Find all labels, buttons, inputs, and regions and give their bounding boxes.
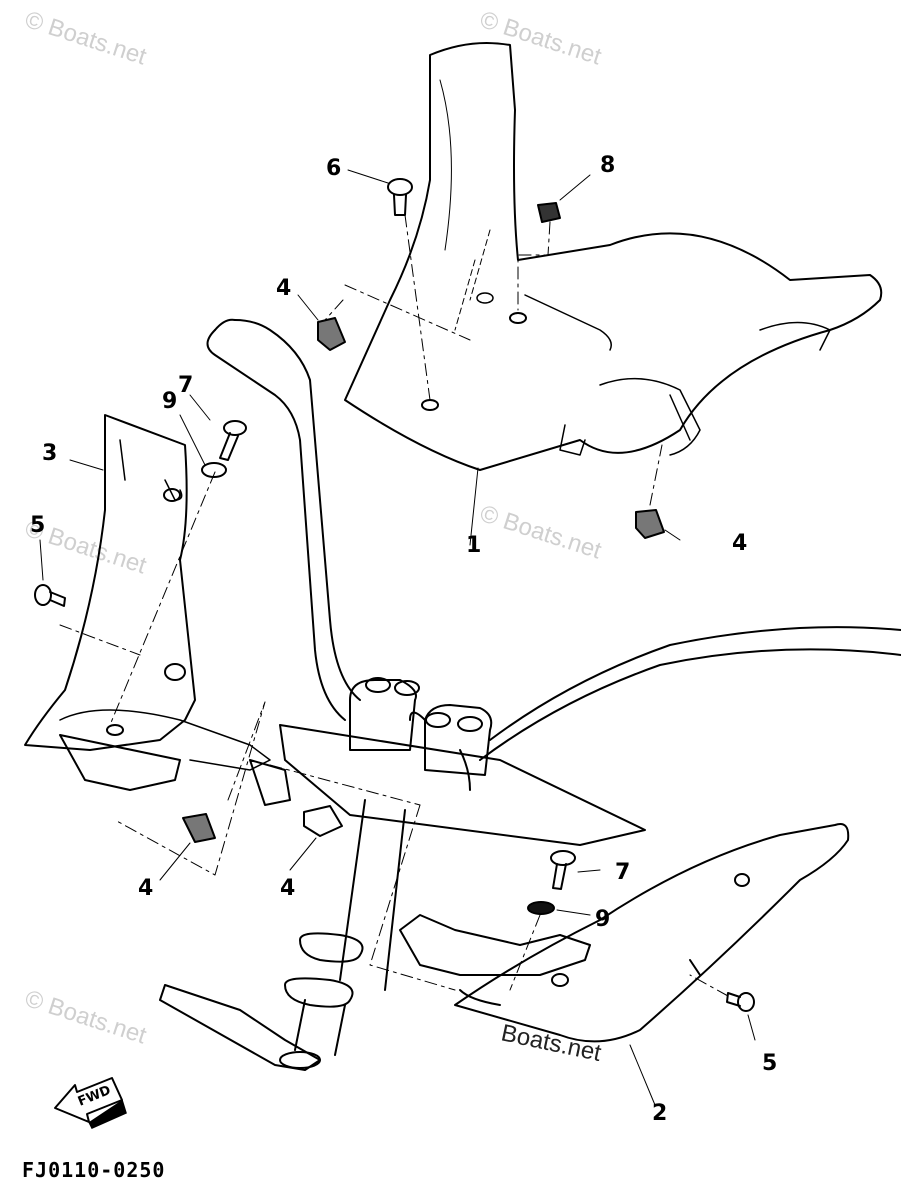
callout-4: 4 bbox=[280, 876, 295, 901]
part-4-grommet-left bbox=[182, 813, 216, 843]
part-4-grommet-right bbox=[635, 509, 665, 539]
part-1-upper-cover bbox=[344, 41, 883, 471]
callout-9: 9 bbox=[162, 389, 177, 414]
callout-4: 4 bbox=[732, 531, 747, 556]
steering-column bbox=[159, 677, 646, 1071]
callout-5: 5 bbox=[30, 513, 45, 538]
part-5-bolt-left bbox=[34, 584, 66, 607]
callout-7: 7 bbox=[615, 860, 630, 885]
part-7-bolt-right bbox=[550, 850, 576, 890]
callout-6: 6 bbox=[326, 156, 341, 181]
part-3-left-cover bbox=[24, 414, 291, 806]
callout-2: 2 bbox=[652, 1101, 667, 1126]
handlebar bbox=[206, 318, 901, 761]
part-4-grommet-top bbox=[317, 317, 346, 351]
callout-4: 4 bbox=[138, 876, 153, 901]
assembly-lines bbox=[59, 214, 729, 997]
callout-3: 3 bbox=[42, 441, 57, 466]
callout-4: 4 bbox=[276, 276, 291, 301]
callout-8: 8 bbox=[600, 153, 615, 178]
leader-lines bbox=[39, 169, 756, 1106]
callout-9: 9 bbox=[595, 907, 610, 932]
part-6-bolt bbox=[387, 178, 413, 216]
part-2-right-cover bbox=[399, 823, 850, 1043]
part-4-grommet-center bbox=[303, 805, 343, 837]
part-9-washer-left bbox=[201, 462, 227, 478]
callout-1: 1 bbox=[466, 533, 481, 558]
part-5-bolt-right bbox=[726, 992, 755, 1012]
part-8-nut bbox=[537, 202, 561, 223]
part-7-bolt-left bbox=[219, 420, 247, 461]
callout-7: 7 bbox=[178, 373, 193, 398]
diagram-code: FJ0110-0250 bbox=[22, 1158, 166, 1182]
part-9-washer-right bbox=[527, 901, 555, 915]
callout-5: 5 bbox=[762, 1051, 777, 1076]
fwd-arrow-icon: FWD bbox=[54, 1077, 127, 1129]
watermark-bottom: Boats.net bbox=[499, 1019, 604, 1067]
